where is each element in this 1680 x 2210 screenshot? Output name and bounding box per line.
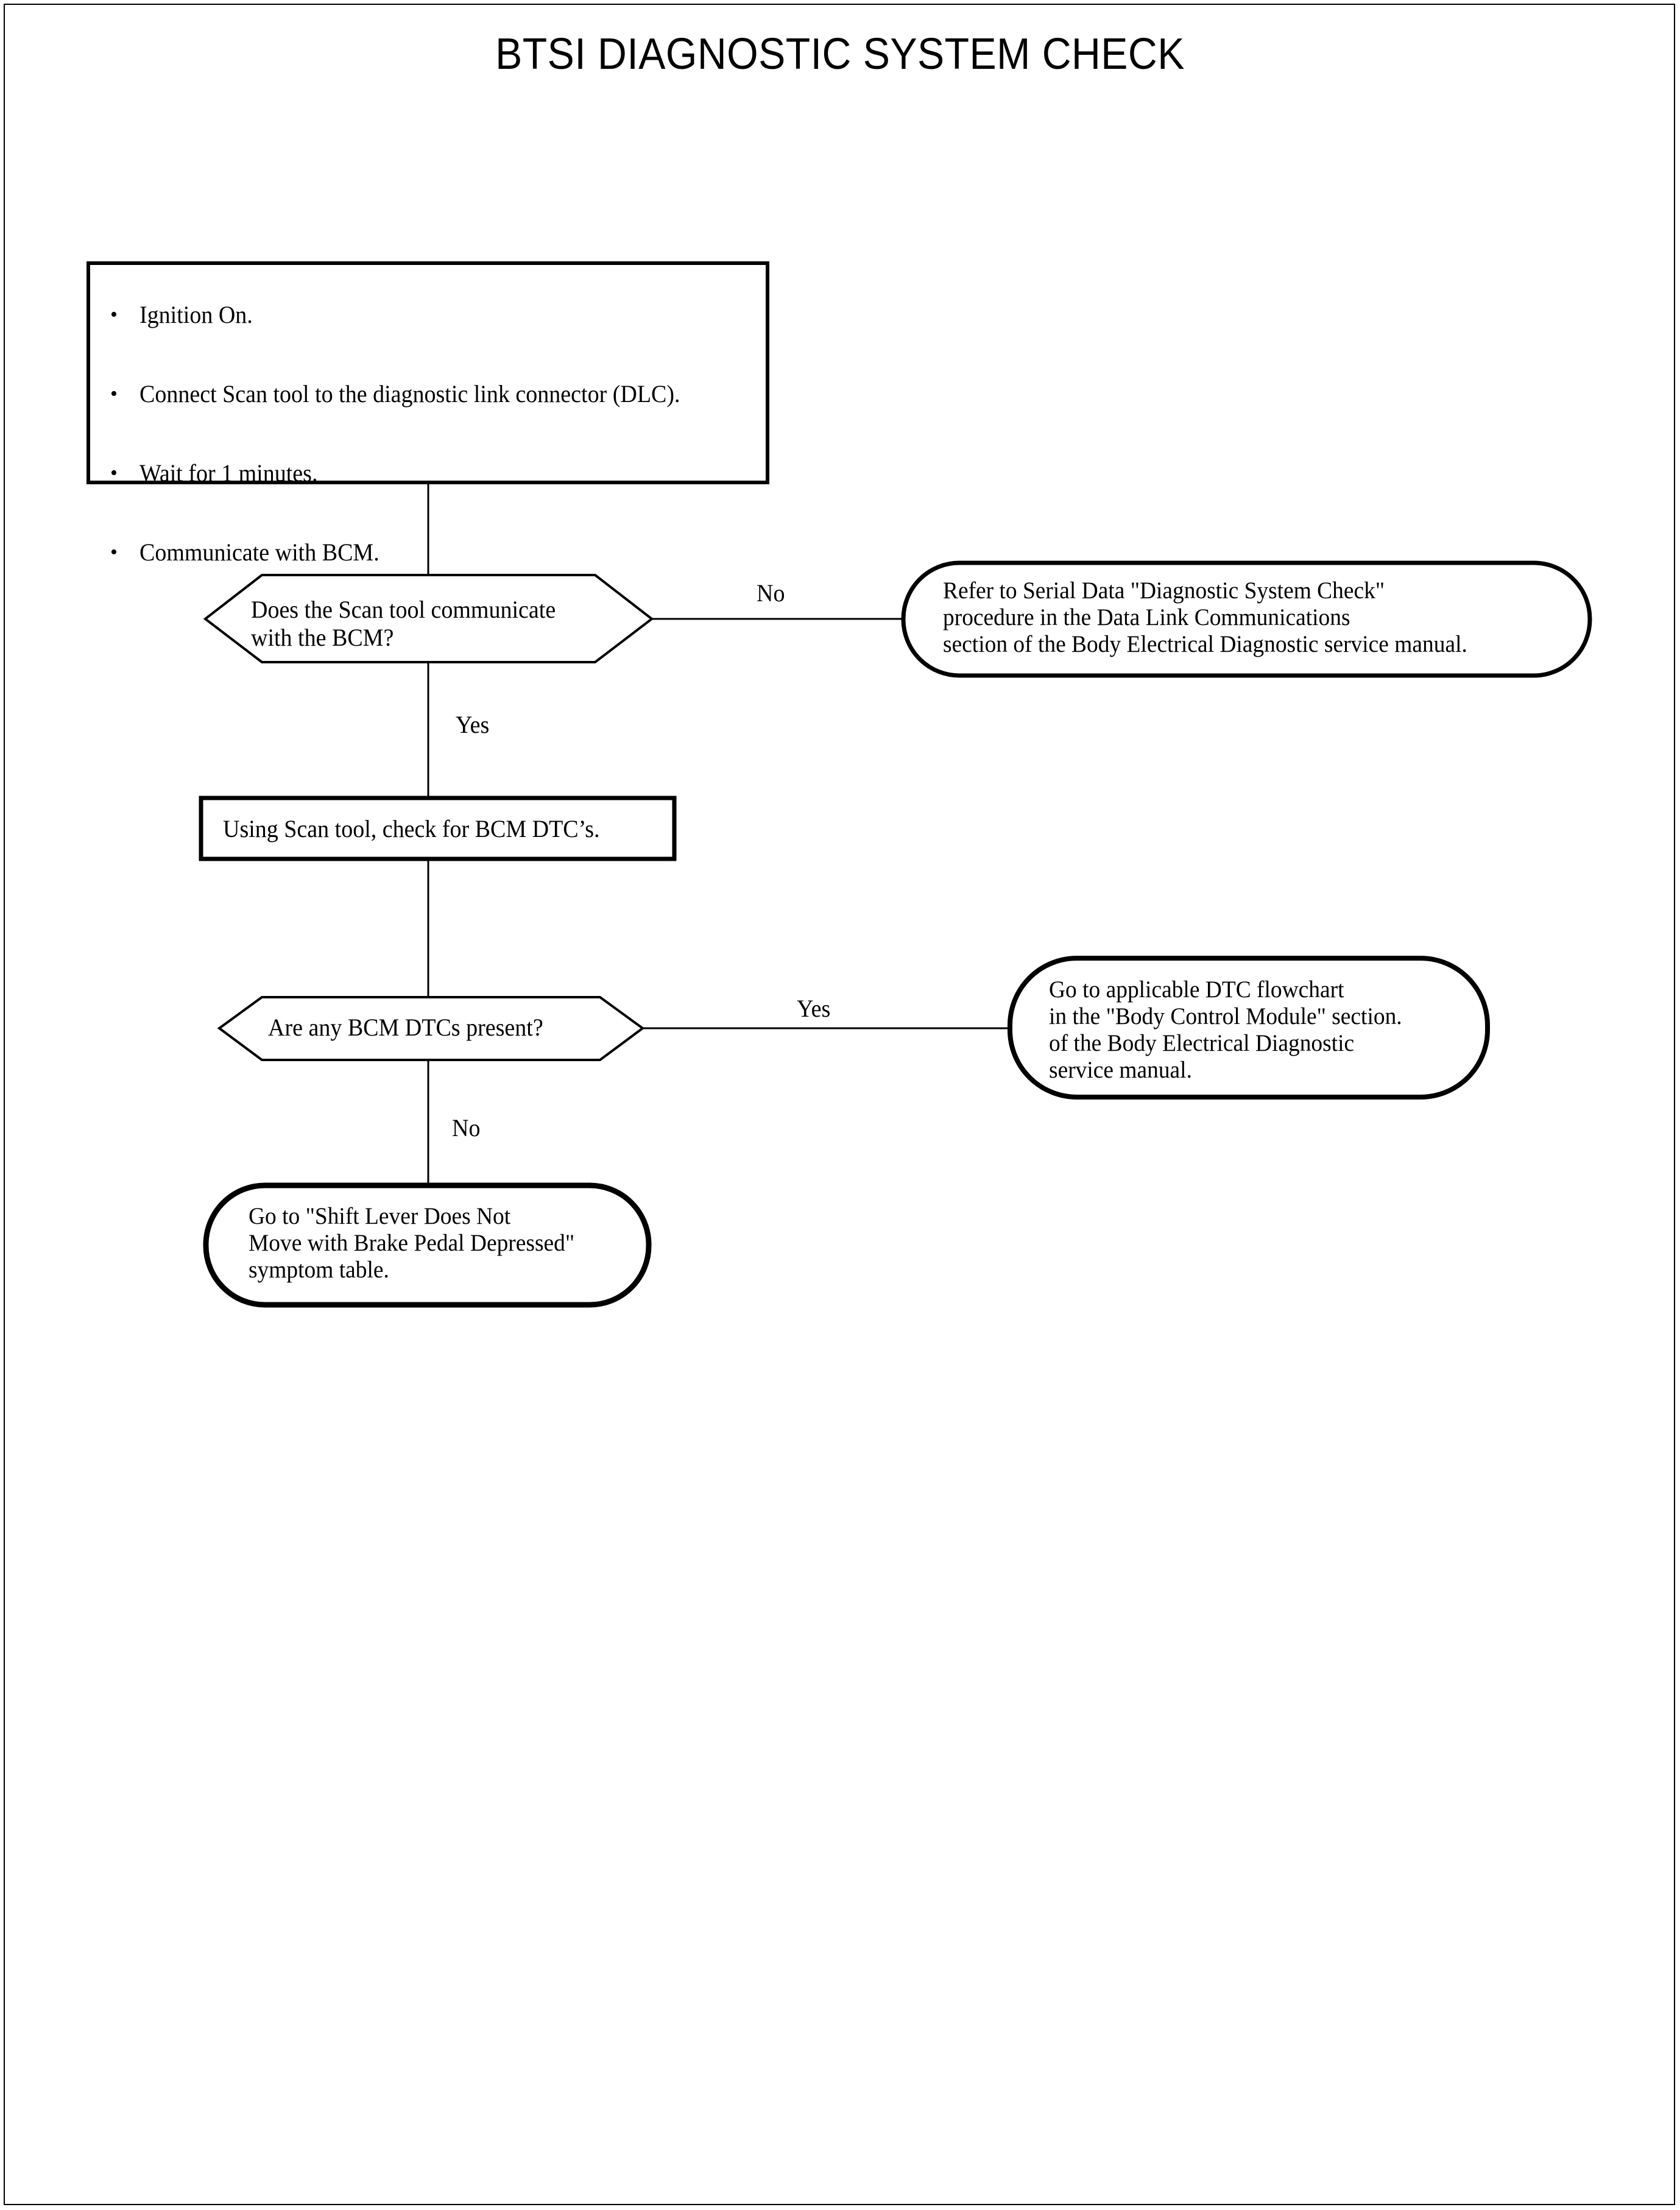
page-border bbox=[4, 4, 1675, 2205]
bullet-icon: • bbox=[110, 462, 118, 484]
process1-shape bbox=[199, 796, 677, 861]
edge-label-decision1-no: No bbox=[757, 579, 785, 607]
page-title: BTSI DIAGNOSTIC SYSTEM CHECK bbox=[495, 30, 1185, 79]
bullet-icon: • bbox=[110, 383, 118, 405]
list-item: • Wait for 1 minutes. bbox=[107, 460, 752, 487]
setup-bullet-1: Ignition On. bbox=[139, 301, 253, 328]
edge-label-decision2-yes: Yes bbox=[797, 995, 831, 1022]
decision2-label: Are any BCM DTCs present? bbox=[268, 1014, 543, 1041]
decision1-label: Does the Scan tool communicate with the … bbox=[251, 596, 556, 651]
bullet-icon: • bbox=[110, 303, 118, 326]
edge-label-decision2-no: No bbox=[452, 1114, 481, 1142]
list-item: • Connect Scan tool to the diagnostic li… bbox=[107, 381, 752, 408]
result-no-1-shape bbox=[901, 560, 1592, 678]
edge-label-decision1-yes: Yes bbox=[456, 711, 490, 738]
terminal-final-label: Go to "Shift Lever Does Not Move with Br… bbox=[249, 1203, 575, 1283]
result-yes-2-label: Go to applicable DTC flowchart in the "B… bbox=[1049, 976, 1402, 1083]
terminal-final-shape bbox=[203, 1182, 652, 1308]
list-item: • Communicate with BCM. bbox=[107, 539, 752, 566]
setup-box-bullet-list: • Ignition On. • Connect Scan tool to th… bbox=[107, 277, 752, 590]
setup-bullet-3: Wait for 1 minutes. bbox=[139, 459, 318, 487]
list-item: • Ignition On. bbox=[107, 302, 752, 328]
setup-bullet-4: Communicate with BCM. bbox=[139, 538, 379, 566]
bullet-icon: • bbox=[110, 541, 118, 563]
setup-bullet-2: Connect Scan tool to the diagnostic link… bbox=[139, 380, 680, 408]
process1-label: Using Scan tool, check for BCM DTC’s. bbox=[223, 815, 600, 842]
result-no-1-label: Refer to Serial Data "Diagnostic System … bbox=[943, 577, 1467, 657]
result-yes-2-shape bbox=[1008, 956, 1490, 1100]
